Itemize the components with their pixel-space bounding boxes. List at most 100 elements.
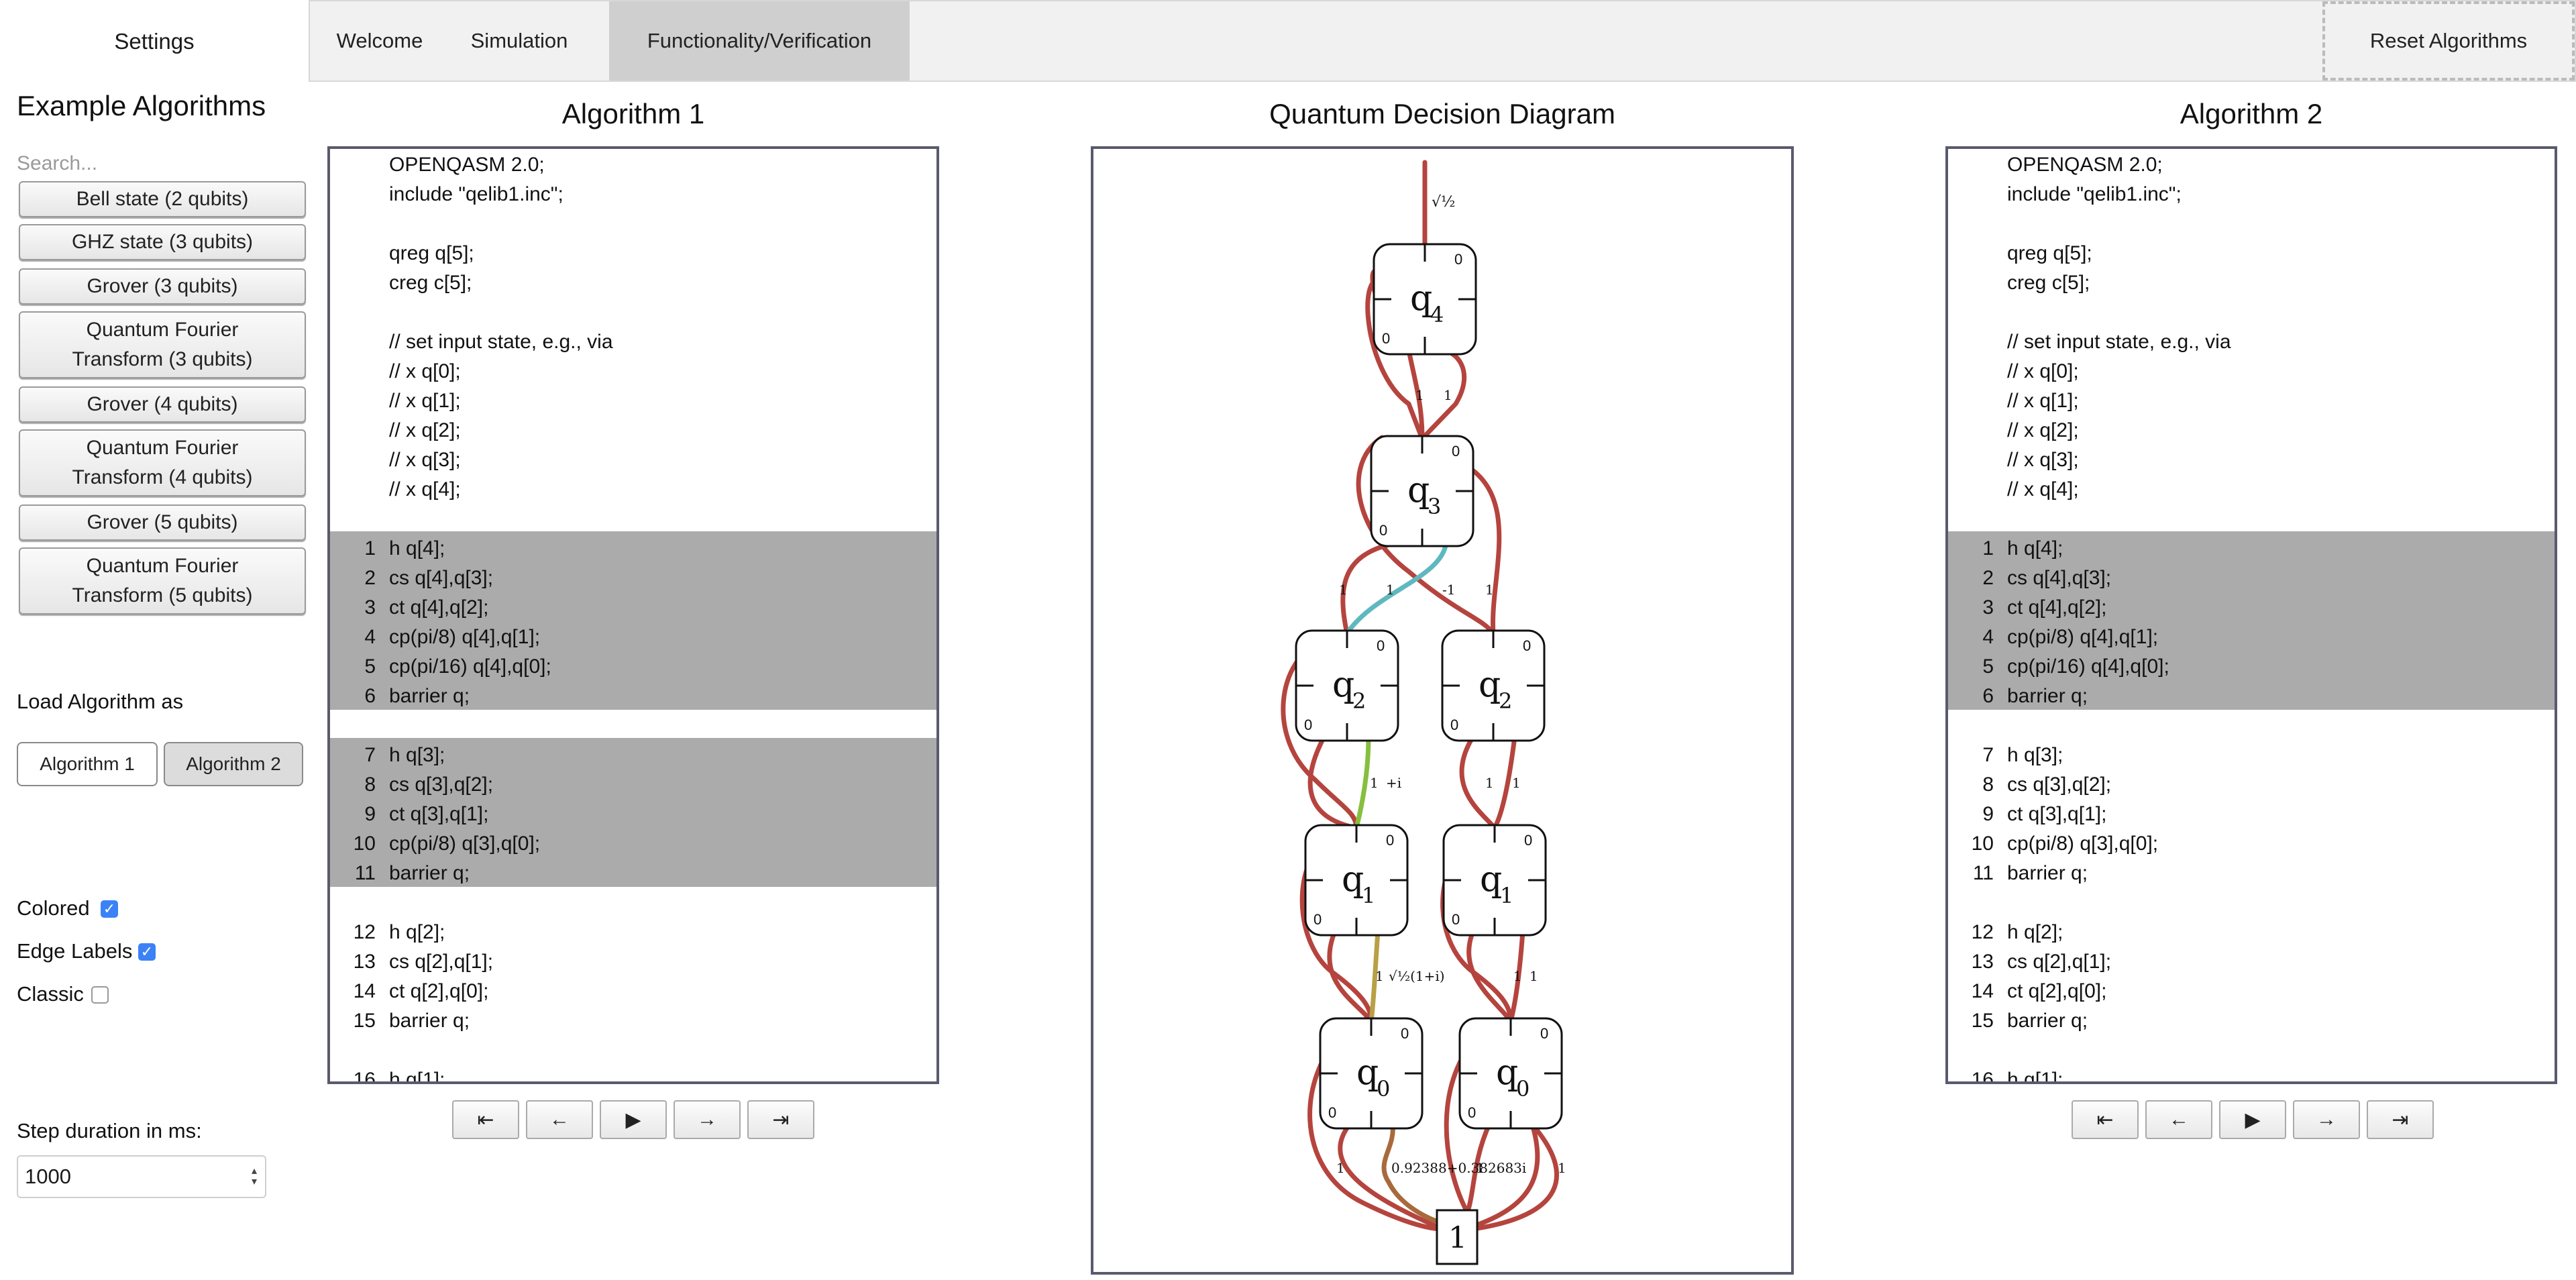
- code-text: h q[3];: [2007, 744, 2063, 766]
- example-algorithms-heading: Example Algorithms: [17, 90, 266, 121]
- example-qft-3[interactable]: Quantum Fourier Transform (3 qubits): [19, 311, 306, 378]
- code-line: // set input state, e.g., via: [330, 327, 936, 357]
- dd-node-label: q: [1332, 665, 1354, 705]
- dd-edge-minus-one: [1344, 539, 1449, 636]
- tab-simulation[interactable]: Simulation: [470, 29, 568, 52]
- code-text: // x q[0];: [389, 360, 461, 382]
- algorithm-2-editor[interactable]: OPENQASM 2.0;include "qelib1.inc";qreg q…: [1945, 146, 2557, 1084]
- edge-label: 1: [1558, 1160, 1566, 1176]
- dd-edge: [1406, 348, 1425, 441]
- spinner-icon[interactable]: ▴▾: [251, 1165, 257, 1187]
- line-number: 12: [353, 921, 376, 943]
- tab-welcome[interactable]: Welcome: [336, 29, 423, 52]
- edge-label: 1: [1339, 582, 1348, 598]
- dd-node-zero-label: 0: [1401, 1025, 1409, 1042]
- code-line: [1948, 888, 2555, 918]
- code-line: // x q[3];: [330, 445, 936, 475]
- dd-node-zero-label: 0: [1450, 716, 1458, 733]
- line-number: 1: [364, 537, 376, 559]
- code-text: OPENQASM 2.0;: [2007, 154, 2163, 176]
- example-qft-5[interactable]: Quantum Fourier Transform (5 qubits): [19, 547, 306, 615]
- code-line: include "qelib1.inc";: [1948, 180, 2555, 209]
- search-input[interactable]: [17, 150, 299, 177]
- step-forward-button[interactable]: →: [2293, 1100, 2360, 1139]
- classic-label: Classic: [17, 982, 84, 1006]
- line-number: 16: [353, 1069, 376, 1084]
- line-number: 7: [364, 744, 376, 766]
- edge-labels-checkbox[interactable]: ✓: [138, 943, 156, 961]
- dd-edge: [1508, 928, 1525, 1024]
- play-button[interactable]: ▶: [600, 1100, 667, 1139]
- classic-checkbox[interactable]: [91, 986, 109, 1004]
- code-line: // x q[4];: [330, 475, 936, 504]
- play-button[interactable]: ▶: [2219, 1100, 2286, 1139]
- line-number: 5: [1982, 655, 1994, 678]
- to-start-button[interactable]: ⇤: [2072, 1100, 2139, 1139]
- step-forward-button[interactable]: →: [674, 1100, 741, 1139]
- example-bell-state[interactable]: Bell state (2 qubits): [19, 181, 306, 217]
- to-start-button[interactable]: ⇤: [452, 1100, 519, 1139]
- code-line: // x q[0];: [1948, 357, 2555, 386]
- edge-label: 1: [1512, 775, 1521, 791]
- code-line: 1 h q[4];: [1948, 534, 2555, 564]
- dd-node-subscript: 0: [1516, 1076, 1529, 1102]
- dd-edge-plus-i: [1354, 734, 1371, 831]
- line-number: 13: [1971, 951, 1994, 973]
- example-grover-3[interactable]: Grover (3 qubits): [19, 268, 306, 305]
- dd-node-label: q: [1479, 665, 1501, 705]
- dd-edge: [1338, 1122, 1445, 1232]
- code-text: cp(pi/8) q[4],q[1];: [2007, 626, 2159, 648]
- load-algorithm-label: Load Algorithm as: [17, 690, 184, 713]
- code-line: qreg q[5];: [330, 239, 936, 268]
- line-number: 6: [364, 685, 376, 707]
- dd-node-zero-label: 0: [1452, 911, 1460, 928]
- dd-node-subscript: 2: [1352, 688, 1366, 714]
- step-duration-input[interactable]: 1000 ▴▾: [17, 1155, 266, 1198]
- dd-node-zero-label: 0: [1468, 1104, 1476, 1121]
- code-text: // set input state, e.g., via: [2007, 331, 2231, 353]
- code-line: [330, 209, 936, 239]
- code-text: h q[1];: [2007, 1069, 2063, 1084]
- line-number: 5: [364, 655, 376, 678]
- dd-edge: [1356, 435, 1496, 636]
- code-text: cs q[2],q[1];: [389, 951, 494, 973]
- example-grover-4[interactable]: Grover (4 qubits): [19, 386, 306, 423]
- to-end-button[interactable]: ⇥: [747, 1100, 814, 1139]
- algorithm-1-editor[interactable]: OPENQASM 2.0;include "qelib1.inc";qreg q…: [327, 146, 939, 1084]
- edge-label: +i: [1386, 775, 1401, 791]
- code-text: h q[4];: [2007, 537, 2063, 559]
- code-text: ct q[3],q[1];: [389, 803, 489, 825]
- code-line: [1948, 1036, 2555, 1065]
- line-number: 14: [1971, 980, 1994, 1002]
- step-back-button[interactable]: ←: [526, 1100, 593, 1139]
- example-grover-5[interactable]: Grover (5 qubits): [19, 504, 306, 541]
- example-ghz-state[interactable]: GHZ state (3 qubits): [19, 224, 306, 260]
- line-number: 1: [1982, 537, 1994, 559]
- tab-functionality-verification[interactable]: Functionality/Verification: [609, 1, 910, 81]
- load-algorithm-1-button[interactable]: Algorithm 1: [17, 742, 158, 786]
- dd-node-label: q: [1410, 278, 1432, 319]
- load-algorithm-2-button[interactable]: Algorithm 2: [164, 742, 303, 786]
- edge-label: 1: [1485, 775, 1494, 791]
- example-qft-4[interactable]: Quantum Fourier Transform (4 qubits): [19, 429, 306, 496]
- reset-algorithms-button[interactable]: Reset Algorithms: [2322, 1, 2575, 81]
- step-back-button[interactable]: ←: [2145, 1100, 2212, 1139]
- dd-terminal-box: [1436, 1209, 1479, 1265]
- colored-checkbox[interactable]: ✓: [101, 900, 118, 918]
- edge-label: 1: [1485, 582, 1494, 598]
- code-line: [1948, 209, 2555, 239]
- algorithm-1-title: Algorithm 1: [561, 98, 705, 129]
- dd-node-subscript: 2: [1499, 688, 1512, 714]
- to-end-button[interactable]: ⇥: [2367, 1100, 2434, 1139]
- line-number: 10: [353, 833, 376, 855]
